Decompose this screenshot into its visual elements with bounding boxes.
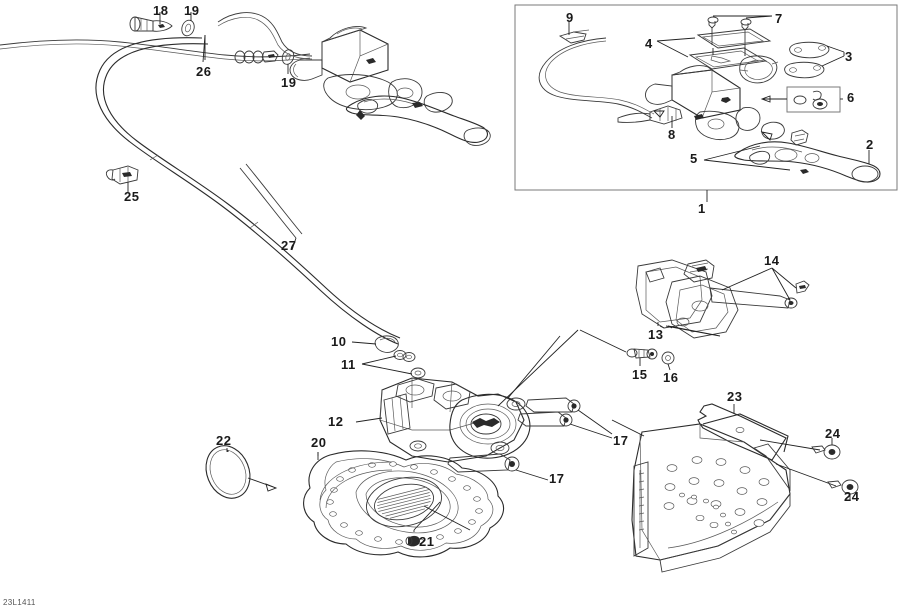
callout-22: 22 <box>216 433 232 448</box>
bleeder-cap-16 <box>661 351 675 371</box>
brake-hose-27 <box>95 37 401 345</box>
hose-ferrules <box>234 50 279 64</box>
callout-20: 20 <box>311 435 327 450</box>
sealing-washer-19-upper <box>181 12 195 37</box>
hose-fitting-8 <box>617 105 683 128</box>
callout-6: 6 <box>847 90 855 105</box>
lever-pivot-hardware-5 <box>703 129 809 171</box>
reservoir-cover-4 <box>656 28 772 70</box>
callout-26: 26 <box>196 64 212 79</box>
sealing-washer-19-lower <box>281 49 295 74</box>
hose-clamp-bracket-25 <box>105 165 139 192</box>
sealing-washers-11 <box>361 350 426 379</box>
disc-screw-21 <box>405 535 420 547</box>
master-cylinder-body <box>645 65 785 141</box>
seal-kit-6 <box>760 86 843 113</box>
callout-11: 11 <box>341 357 356 372</box>
callout-5: 5 <box>690 151 698 166</box>
callout-4: 4 <box>645 36 653 51</box>
callout-25: 25 <box>124 189 140 204</box>
callout-18: 18 <box>153 3 169 18</box>
sheet-code: 23L1411 <box>3 598 36 607</box>
callout-23: 23 <box>727 389 743 404</box>
brake-caliper-12 <box>355 329 579 463</box>
handlebar-master-cylinder-group <box>0 12 491 146</box>
brake-pad-set-13 <box>635 259 739 339</box>
callout-8: 8 <box>668 127 676 142</box>
callout-2: 2 <box>866 137 874 152</box>
callout-12: 12 <box>328 414 344 429</box>
callout-10: 10 <box>331 334 347 349</box>
pad-retaining-pins-14 <box>709 267 810 309</box>
inset-border <box>514 4 898 202</box>
callout-17-a: 17 <box>613 433 629 448</box>
callout-3: 3 <box>845 49 853 64</box>
callout-19-b: 19 <box>281 75 297 90</box>
hose-fitting-18 <box>129 12 173 32</box>
inset-master-cylinder-group <box>538 15 881 183</box>
o-ring-22 <box>205 445 278 499</box>
brake-disc-20 <box>303 450 505 558</box>
callout-24-b: 24 <box>844 489 860 504</box>
callout-16: 16 <box>663 370 679 385</box>
callout-17-b: 17 <box>549 471 565 486</box>
caliper-mounting-bolts-17 <box>447 397 613 481</box>
callout-9: 9 <box>566 10 574 25</box>
callout-14: 14 <box>764 253 780 268</box>
callout-13: 13 <box>648 327 664 342</box>
callout-1: 1 <box>698 201 706 216</box>
banjo-bolt-10 <box>351 335 399 353</box>
clamp-halves-3 <box>739 41 845 84</box>
callout-27: 27 <box>281 238 297 253</box>
callout-7: 7 <box>775 11 783 26</box>
guard-bolts-24 <box>611 419 859 500</box>
handlebar-master-cylinder-body <box>289 26 491 146</box>
disc-guard-23 <box>631 403 791 573</box>
callout-21: 21 <box>419 534 435 549</box>
callout-19-a: 19 <box>184 3 200 18</box>
brake-lever-2 <box>734 141 881 183</box>
callout-24-a: 24 <box>825 426 841 441</box>
bleeder-screw-15 <box>579 329 658 366</box>
callout-15: 15 <box>632 367 648 382</box>
hose-clip-9 <box>558 22 590 44</box>
